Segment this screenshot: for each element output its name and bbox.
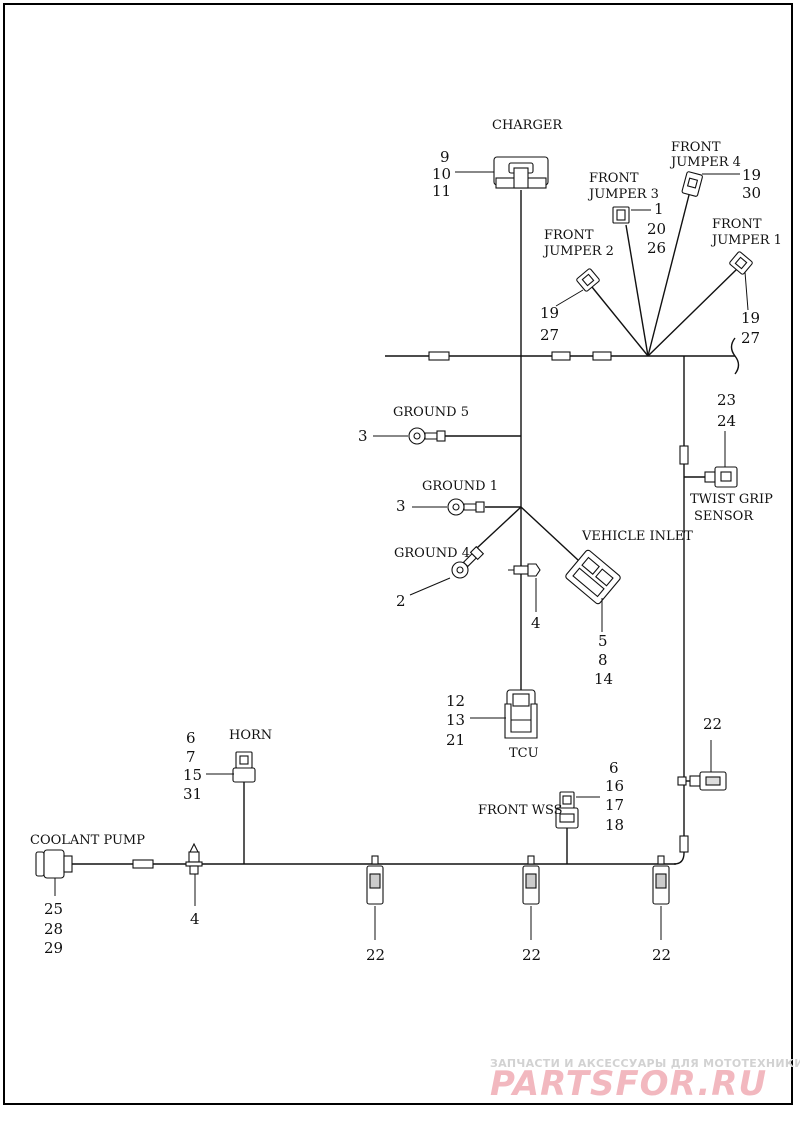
front-wss-callout-1: 6 <box>609 759 619 777</box>
front-jumper-4-label-2: JUMPER 4 <box>669 155 741 170</box>
tcu-callout-1: 12 <box>446 692 465 710</box>
jumper2-wire <box>591 286 649 357</box>
tcu-callout-3: 21 <box>446 731 465 749</box>
front-jumper-3-label-2: JUMPER 3 <box>587 187 659 202</box>
charger-connector <box>493 156 549 189</box>
front-jumper-2-label-1: FRONT <box>544 228 594 243</box>
sleeve <box>428 351 450 361</box>
twist-grip-sensor-connector <box>704 466 738 488</box>
front-jumper-2-callout-1: 19 <box>540 304 559 322</box>
bottom-connector-2-callout: 22 <box>522 946 541 964</box>
front-wss-callout-3: 17 <box>605 796 624 814</box>
leader-lines <box>54 171 749 940</box>
vehicle-inlet-callout-1: 5 <box>598 632 608 650</box>
ground-1-ring-terminal <box>447 498 485 516</box>
sleeve <box>592 351 612 361</box>
ground-5-ring-terminal <box>408 427 446 445</box>
right-trunk-corner <box>673 852 685 865</box>
front-jumper-1-callout-1: 19 <box>741 309 760 327</box>
front-jumper-1-callout-2: 27 <box>741 329 760 347</box>
coolant-pump-callout-2: 28 <box>44 920 63 938</box>
bottom-connector-3-callout: 22 <box>652 946 671 964</box>
sleeve <box>132 859 154 869</box>
connector-right-callout: 22 <box>703 715 722 733</box>
front-jumper-3-label-1: FRONT <box>589 171 639 186</box>
front-jumper-2-connector <box>576 268 600 292</box>
tcu-callout-2: 13 <box>446 711 465 729</box>
front-jumper-1-connector <box>729 251 753 275</box>
tcu-connector <box>504 689 538 739</box>
sleeve <box>679 445 689 465</box>
ground-5-callout: 3 <box>358 427 368 445</box>
ground-1-label: GROUND 1 <box>422 479 498 494</box>
ground4-wire <box>476 506 522 549</box>
front-wss-callout-4: 18 <box>605 816 624 834</box>
front-jumper-4-callout-1: 19 <box>742 166 761 184</box>
vehicle-inlet-wire <box>520 506 579 561</box>
connector-22-bottom-3 <box>652 855 670 905</box>
front-jumper-4-connector <box>681 171 703 197</box>
front-wss-label: FRONT WSS <box>478 803 563 818</box>
break-mark <box>730 337 740 375</box>
charger-label: CHARGER <box>492 118 563 133</box>
front-jumper-2-label-2: JUMPER 2 <box>542 244 614 259</box>
horn-callout-4: 31 <box>183 785 202 803</box>
coolant-pump-callout-1: 25 <box>44 900 63 918</box>
front-jumper-3-callout-2: 20 <box>647 220 666 238</box>
ground-1-callout: 3 <box>396 497 406 515</box>
clip-bottom-callout: 4 <box>190 910 200 928</box>
ground-4-ring-terminal <box>451 545 485 579</box>
vehicle-inlet-connector <box>565 549 621 605</box>
front-jumper-3-callout-1: 1 <box>654 200 664 218</box>
watermark-tagline: ЗАПЧАСТИ И АКСЕССУАРЫ ДЛЯ МОТОТЕХНИКИ <box>490 1057 800 1070</box>
clip-center-callout: 4 <box>531 614 541 632</box>
coolant-pump-label: COOLANT PUMP <box>30 833 145 848</box>
harness-clip-center <box>508 563 541 577</box>
connector-22-bottom-2 <box>522 855 540 905</box>
vehicle-inlet-label: VEHICLE INLET <box>581 529 693 544</box>
horn-label: HORN <box>229 728 272 743</box>
sleeve <box>551 351 571 361</box>
charger-callout-2: 10 <box>432 165 451 183</box>
harness-clip-bottom <box>185 842 203 875</box>
front-jumper-3-connector <box>612 206 630 224</box>
charger-callout-1: 9 <box>440 148 450 166</box>
jumper3-wire <box>625 224 649 357</box>
front-jumper-1-label-2: JUMPER 1 <box>710 233 782 248</box>
front-wss-connector <box>555 791 579 829</box>
bottom-connector-1-callout: 22 <box>366 946 385 964</box>
twist-grip-label-1: TWIST GRIP <box>690 492 773 507</box>
front-jumper-3-callout-3: 26 <box>647 239 666 257</box>
jumper4-wire <box>647 194 690 357</box>
watermark-brand: PARTSFOR.RU <box>490 1064 767 1104</box>
horn-callout-3: 15 <box>183 766 202 784</box>
twist-grip-label-2: SENSOR <box>694 509 754 524</box>
main-harness-wires <box>70 190 740 865</box>
tcu-label: TCU <box>509 746 539 761</box>
ground-4-callout: 2 <box>396 592 406 610</box>
horn-callout-2: 7 <box>186 748 196 766</box>
vehicle-inlet-callout-3: 14 <box>594 670 613 688</box>
horn-callout-1: 6 <box>186 729 196 747</box>
front-wss-callout-2: 16 <box>605 777 624 795</box>
charger-callout-3: 11 <box>432 182 451 200</box>
twist-grip-callout-1: 23 <box>717 391 736 409</box>
coolant-pump-callout-3: 29 <box>44 939 63 957</box>
twist-grip-callout-2: 24 <box>717 412 736 430</box>
connector-22-bottom-1 <box>366 855 384 905</box>
connector-22-right <box>677 771 727 791</box>
ground-5-label: GROUND 5 <box>393 405 469 420</box>
jumper1-wire <box>647 268 738 357</box>
ground-4-label: GROUND 4 <box>394 546 470 561</box>
coolant-pump-connector <box>35 849 73 879</box>
vehicle-inlet-callout-2: 8 <box>598 651 608 669</box>
horn-connector <box>232 751 256 783</box>
front-jumper-4-label-1: FRONT <box>671 140 721 155</box>
wire-sleeves <box>132 351 689 869</box>
front-jumper-1-label-1: FRONT <box>712 217 762 232</box>
sleeve <box>679 835 689 853</box>
front-jumper-2-callout-2: 27 <box>540 326 559 344</box>
front-jumper-4-callout-2: 30 <box>742 184 761 202</box>
